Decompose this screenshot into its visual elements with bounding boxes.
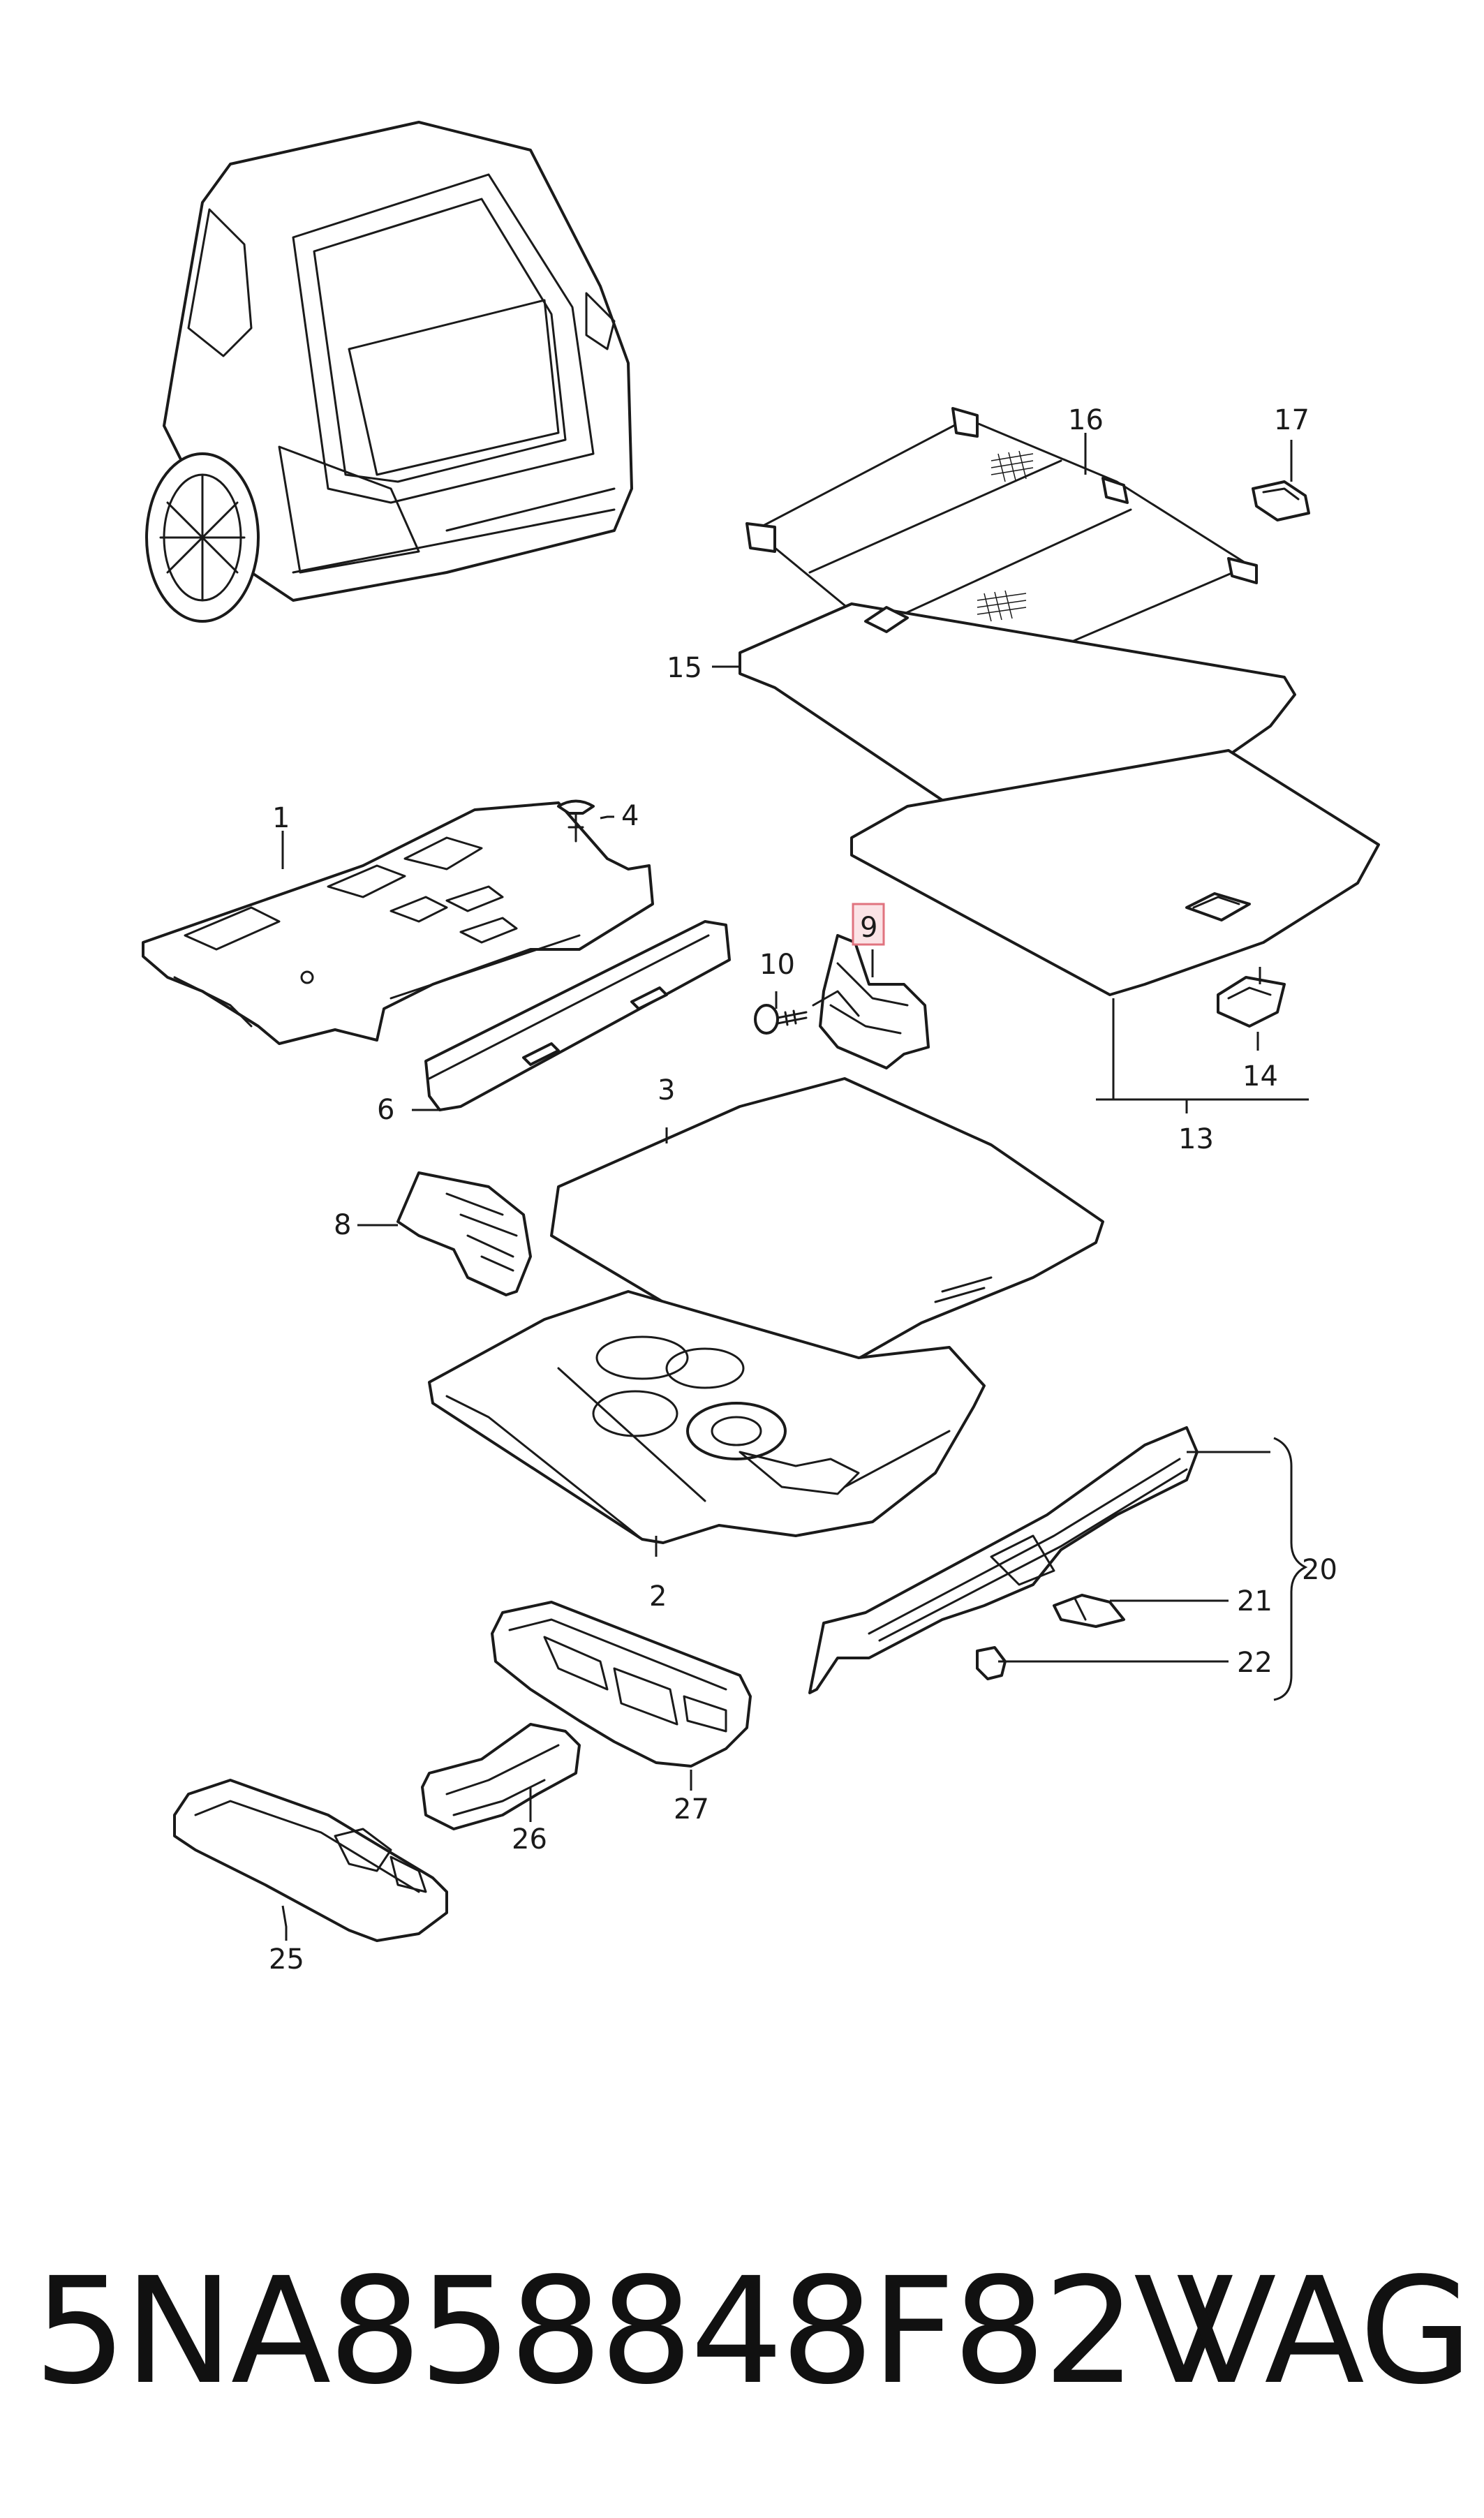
leader-lines — [281, 433, 1309, 1941]
part-21-clip — [1053, 1594, 1125, 1628]
part-25-tray — [173, 1779, 448, 1942]
part-26-foam-insert — [421, 1723, 581, 1830]
callout-22: 22 — [1237, 1647, 1272, 1679]
callout-13: 13 — [1178, 1123, 1214, 1155]
net-mesh-2 — [977, 590, 1027, 622]
callout-labels: 1 2 3 4 6 8 9 10 13 14 15 16 17 20 21 22… — [269, 404, 1337, 1976]
part-13-loading-floor — [850, 749, 1380, 996]
part-number-text: 5NA858848F82V — [34, 2246, 1234, 2417]
brand-text: VAG — [1176, 2246, 1473, 2417]
callout-2: 2 — [649, 1580, 667, 1613]
callout-10: 10 — [759, 949, 795, 981]
callout-25: 25 — [269, 1943, 304, 1976]
callout-3: 3 — [658, 1074, 675, 1106]
callout-16: 16 — [1068, 404, 1104, 436]
callout-27: 27 — [674, 1793, 709, 1825]
part-14-cap — [1217, 976, 1286, 1028]
part-10-bolt — [754, 1004, 808, 1035]
callout-1: 1 — [272, 802, 290, 834]
part-22-clip — [976, 1646, 1007, 1680]
part-8-side-bracket — [396, 1171, 532, 1296]
part-20-sill-trim — [808, 1426, 1199, 1694]
callout-20: 20 — [1302, 1554, 1337, 1586]
part-2-floor-pan — [428, 1290, 986, 1544]
callout-14: 14 — [1242, 1060, 1278, 1093]
part-4-clip — [557, 799, 595, 843]
callout-6: 6 — [377, 1094, 394, 1126]
callout-9-highlight-box — [852, 903, 885, 946]
callout-26: 26 — [512, 1823, 547, 1856]
callout-21: 21 — [1237, 1585, 1272, 1617]
callout-15: 15 — [667, 652, 702, 684]
callout-9: 9 — [860, 912, 877, 944]
part-27-storage-box — [491, 1601, 752, 1768]
vehicle-rear-illustration — [145, 121, 633, 623]
part-17-clip — [1252, 480, 1310, 521]
part-9-bracket — [812, 934, 930, 1069]
callout-17: 17 — [1274, 404, 1309, 436]
callout-8: 8 — [334, 1209, 351, 1241]
part-6-trim-panel — [424, 920, 731, 1111]
callout-4: 4 — [621, 800, 639, 832]
net-mesh-1 — [990, 450, 1034, 482]
